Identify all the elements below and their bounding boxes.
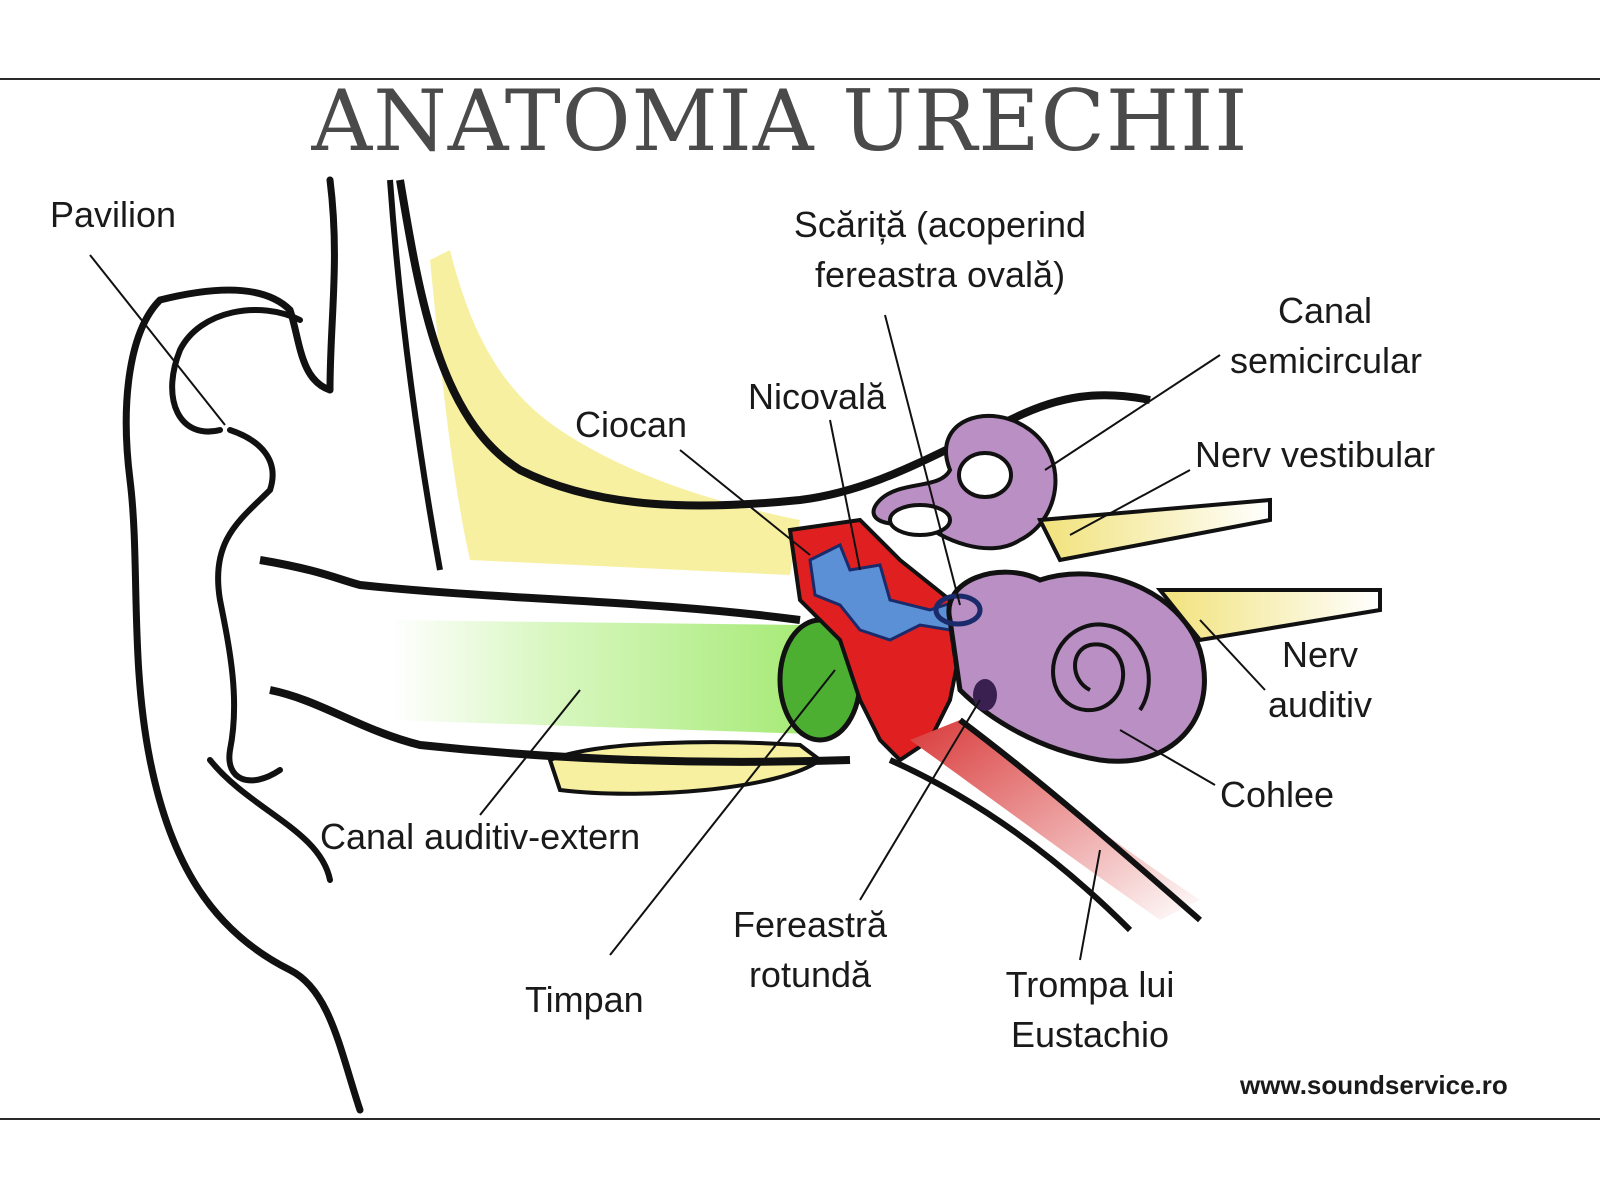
label-canal-auditiv-extern: Canal auditiv-extern [320, 816, 641, 857]
ear-canal-upper-wall [259, 556, 801, 624]
label-nerv-auditiv: Nerv auditiv [1250, 630, 1390, 730]
label-timpan: Timpan [525, 979, 644, 1020]
label-cohlee: Cohlee [1220, 774, 1335, 815]
bottom-border-line [0, 1118, 1600, 1120]
leader-nerv-auditiv [1199, 619, 1266, 691]
eustachian-tube-upper-wall [888, 757, 1133, 933]
label-trompa-line2: Eustachio [1010, 1014, 1170, 1055]
label-pavilion: Pavilion [50, 194, 177, 235]
label-canal-semicircular-line2: semicircular [1230, 340, 1423, 381]
label-nerv-auditiv-line2: auditiv [1267, 684, 1373, 725]
temporal-bone-upper [430, 250, 800, 575]
label-canal-semicircular-line1: Canal [1277, 290, 1373, 331]
label-scarita: Scăriță (acoperind fereastra ovală) [790, 200, 1090, 300]
label-nerv-auditiv-line1: Nerv [1281, 634, 1358, 675]
leader-canal-auditiv [479, 689, 581, 816]
diagram-title: ANATOMIA URECHII [311, 72, 1249, 170]
pinna-inner-fold [169, 307, 303, 784]
canal-loop-1 [957, 451, 1013, 499]
label-scarita-line1: Scăriță (acoperind [793, 204, 1087, 245]
eustachian-tube-lower-wall [958, 717, 1202, 923]
label-trompa-line1: Trompa lui [1005, 964, 1175, 1005]
leader-canal-semicircular [1044, 354, 1221, 471]
temporal-bone-lower [547, 740, 824, 796]
label-fereastra-rotunda: Fereastră rotundă [720, 900, 900, 1000]
leader-ciocan [679, 449, 811, 556]
label-trompa-eustachio: Trompa lui Eustachio [990, 960, 1190, 1060]
skull-contour-upper [396, 179, 1151, 510]
leader-trompa [1079, 849, 1101, 961]
auditory-nerve [1155, 588, 1382, 643]
leader-fereastra [859, 699, 981, 901]
leader-lines [89, 254, 1266, 961]
label-nerv-vestibular: Nerv vestibular [1195, 434, 1436, 475]
label-canal-semicircular: Canal semicircular [1230, 286, 1423, 386]
vestibular-nerve [1036, 497, 1272, 563]
leader-scarita [884, 314, 961, 606]
canal-loop-2 [888, 503, 952, 537]
website-link[interactable]: www.soundservice.ro [1240, 1070, 1508, 1100]
cochlea-spiral [1051, 622, 1151, 713]
leader-cohlee [1119, 729, 1216, 786]
label-ciocan: Ciocan [575, 404, 688, 445]
label-fereastra-line2: rotundă [748, 954, 872, 995]
leader-timpan [609, 669, 836, 956]
leader-nerv-vestibular [1069, 469, 1191, 536]
pinna-outline [122, 176, 364, 1114]
eustachian-tube [910, 720, 1200, 920]
pinna-lobe [207, 757, 333, 883]
skull-contour-left [387, 179, 443, 571]
top-border-line [0, 78, 1600, 80]
leader-pavilion [89, 254, 226, 426]
leader-nicovala [829, 419, 861, 571]
label-scarita-line2: fereastra ovală) [814, 254, 1066, 295]
external-auditory-canal [390, 620, 850, 735]
ear-canal-lower-wall [269, 686, 851, 766]
label-fereastra-line1: Fereastră [732, 904, 888, 945]
label-nicovala: Nicovală [748, 376, 887, 417]
